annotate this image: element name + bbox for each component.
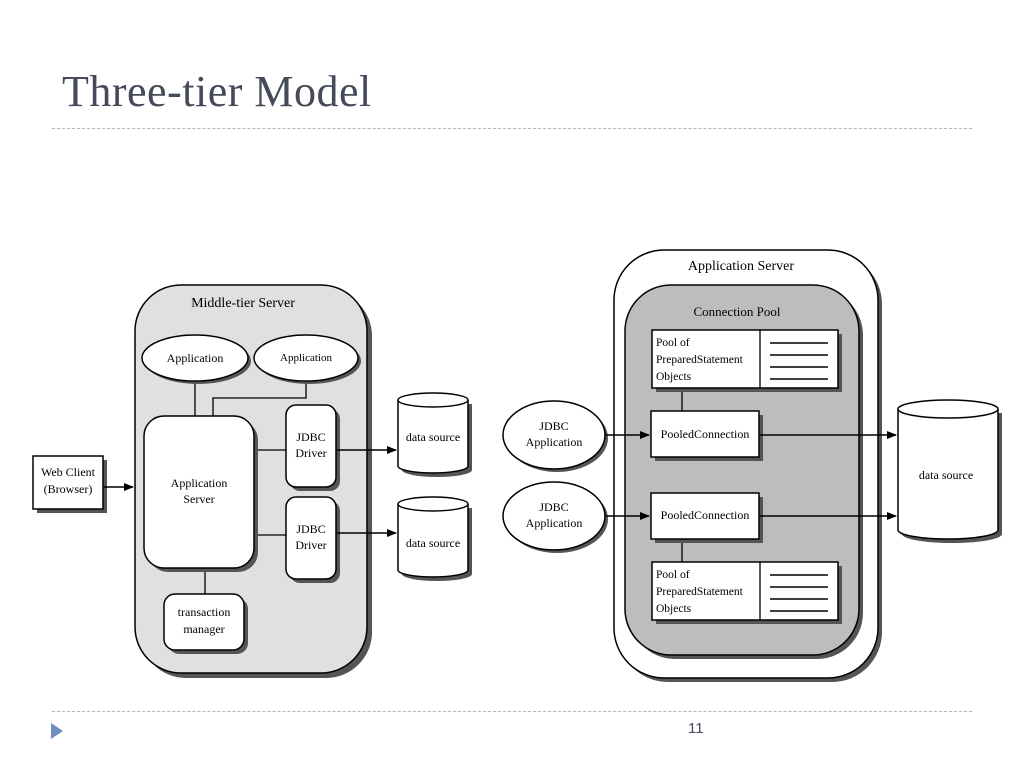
jdbc-app-1-label-2: Application bbox=[526, 435, 583, 449]
jdbc-application-node-1: JDBC Application bbox=[502, 400, 608, 472]
transaction-manager-label-2: manager bbox=[183, 622, 224, 636]
jdbc-app-1-label-1: JDBC bbox=[539, 419, 568, 433]
transaction-manager-label-1: transaction bbox=[178, 605, 231, 619]
connection-pool-label: Connection Pool bbox=[693, 304, 780, 319]
next-slide-arrow-icon[interactable] bbox=[50, 722, 64, 740]
footer-divider bbox=[52, 711, 972, 712]
application-server-node: Application Server bbox=[143, 415, 258, 572]
jdbc-driver-2-label-2: Driver bbox=[295, 538, 326, 552]
data-source-1-label: data source bbox=[406, 430, 460, 444]
jdbc-app-2-label-2: Application bbox=[526, 516, 583, 530]
ps-pool-1-label-1: Pool of bbox=[656, 337, 690, 349]
ps-pool-2-label-3: Objects bbox=[656, 603, 692, 615]
data-source-2-label: data source bbox=[406, 536, 460, 550]
pooled-connection-1: PooledConnection bbox=[650, 410, 763, 461]
web-client-node: Web Client (Browser) bbox=[32, 455, 107, 513]
transaction-manager-node: transaction manager bbox=[163, 593, 248, 654]
jdbc-application-node-2: JDBC Application bbox=[502, 481, 608, 553]
prepared-statement-pool-2: Pool of PreparedStatement Objects bbox=[651, 561, 842, 624]
title-divider bbox=[52, 128, 972, 129]
jdbc-driver-1-label-1: JDBC bbox=[296, 430, 325, 444]
slide-title: Three-tier Model bbox=[62, 67, 372, 116]
right-diagram: Application Server Connection Pool Pool … bbox=[502, 249, 1002, 682]
left-diagram: Middle-tier Server Application Applicati… bbox=[32, 284, 472, 678]
prepared-statement-pool-1: Pool of PreparedStatement Objects bbox=[651, 329, 842, 392]
jdbc-driver-node-2: JDBC Driver bbox=[285, 496, 340, 583]
ps-pool-2-label-2: PreparedStatement bbox=[656, 586, 744, 598]
pooled-connection-2-label: PooledConnection bbox=[661, 508, 750, 522]
jdbc-driver-1-label-2: Driver bbox=[295, 446, 326, 460]
application-server-title: Application Server bbox=[688, 259, 794, 274]
application-node-1: Application bbox=[141, 334, 251, 384]
pooled-connection-2: PooledConnection bbox=[650, 492, 763, 543]
jdbc-app-2-label-1: JDBC bbox=[539, 500, 568, 514]
application-server-label-1: Application bbox=[171, 476, 228, 490]
data-source-cylinder-2: data source bbox=[397, 496, 472, 581]
ps-pool-1-label-3: Objects bbox=[656, 371, 692, 383]
ps-pool-1-label-2: PreparedStatement bbox=[656, 354, 744, 366]
page-number: 11 bbox=[688, 720, 704, 737]
application-2-label: Application bbox=[280, 352, 332, 364]
data-source-cylinder-main: data source bbox=[897, 399, 1002, 543]
data-source-cylinder-1: data source bbox=[397, 392, 472, 477]
web-client-label-2: (Browser) bbox=[44, 482, 93, 496]
middle-tier-server-label: Middle-tier Server bbox=[191, 296, 295, 311]
application-node-2: Application bbox=[253, 334, 361, 384]
application-1-label: Application bbox=[167, 351, 224, 365]
application-server-label-2: Server bbox=[183, 492, 214, 506]
jdbc-driver-2-label-1: JDBC bbox=[296, 522, 325, 536]
pooled-connection-1-label: PooledConnection bbox=[661, 427, 750, 441]
ps-pool-2-label-1: Pool of bbox=[656, 569, 690, 581]
data-source-main-label: data source bbox=[919, 468, 973, 482]
web-client-label-1: Web Client bbox=[41, 465, 96, 479]
jdbc-driver-node-1: JDBC Driver bbox=[285, 404, 340, 491]
